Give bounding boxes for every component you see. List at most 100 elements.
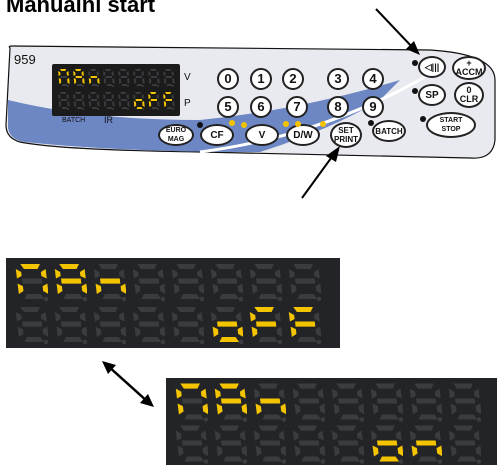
print-label: PRINT [334, 135, 358, 144]
start-label: START [439, 117, 463, 124]
segment-digit [54, 264, 87, 302]
led-indicator [320, 121, 326, 127]
segment-digit [253, 383, 286, 422]
segment-digit [292, 383, 325, 422]
segment-digit [288, 264, 321, 302]
segment-digit [54, 307, 87, 345]
set-label: SET [338, 126, 354, 135]
segment-digit [163, 69, 175, 87]
segment-digit [210, 264, 243, 302]
start-stop-button[interactable]: START STOP [426, 112, 476, 138]
panel-display-row-bottom [56, 91, 175, 111]
segment-digit [93, 307, 126, 345]
display-off-row-top [12, 262, 321, 302]
key-8[interactable]: 8 [327, 96, 349, 118]
key-1[interactable]: 1 [250, 68, 272, 90]
label-ir: IR [104, 115, 113, 125]
sound-button[interactable]: ◁||| [418, 56, 446, 78]
segment-digit [214, 383, 247, 422]
segment-digit [148, 92, 160, 110]
segment-digit [88, 69, 100, 87]
segment-digit [88, 92, 100, 110]
cf-button[interactable]: CF [200, 124, 234, 146]
led-indicator [295, 121, 301, 127]
sp-button[interactable]: SP [418, 84, 446, 106]
led-indicator [412, 88, 418, 94]
key-6[interactable]: 6 [250, 96, 272, 118]
speaker-icon: ◁||| [424, 61, 440, 72]
segment-digit [331, 383, 364, 422]
segment-digit [148, 69, 160, 87]
segment-digit [331, 425, 364, 464]
panel-display [52, 64, 180, 116]
segment-digit [133, 69, 145, 87]
segment-digit [171, 307, 204, 345]
key-3[interactable]: 3 [327, 68, 349, 90]
segment-digit [175, 425, 208, 464]
display-on-row-top [172, 382, 481, 422]
display-on [166, 378, 497, 465]
led-indicator [241, 122, 247, 128]
segment-digit [58, 92, 70, 110]
clr-button[interactable]: 0 CLR [454, 82, 484, 108]
batch-button[interactable]: BATCH [372, 120, 406, 142]
pointer-arrow-sound [375, 8, 420, 55]
segment-digit [58, 69, 70, 87]
segment-digit [15, 264, 48, 302]
led-indicator [420, 116, 426, 122]
segment-digit [210, 307, 243, 345]
key-0[interactable]: 0 [217, 68, 239, 90]
led-indicator [412, 60, 418, 66]
segment-digit [253, 425, 286, 464]
segment-digit [171, 264, 204, 302]
accm-bottom-label: ACCM [455, 67, 483, 77]
key-7[interactable]: 7 [286, 96, 308, 118]
key-5[interactable]: 5 [217, 96, 239, 118]
segment-digit [370, 383, 403, 422]
segment-digit [292, 425, 325, 464]
key-2[interactable]: 2 [282, 68, 304, 90]
accm-button[interactable]: + ACCM [452, 56, 486, 80]
segment-digit [288, 307, 321, 345]
segment-digit [118, 92, 130, 110]
segment-digit [118, 69, 130, 87]
segment-digit [409, 383, 442, 422]
segment-digit [103, 92, 115, 110]
pointer-arrow-set-print [301, 146, 340, 199]
dw-button[interactable]: D/W [286, 124, 320, 146]
segment-digit [93, 264, 126, 302]
label-v: V [184, 72, 191, 83]
accm-top-label: + [466, 58, 472, 68]
label-batch: BATCH [62, 117, 86, 124]
v-button[interactable]: V [245, 124, 279, 146]
euro-mag-button[interactable]: EURO MAG [158, 124, 194, 146]
segment-digit [103, 69, 115, 87]
segment-digit [448, 425, 481, 464]
segment-digit [175, 383, 208, 422]
led-indicator [197, 122, 203, 128]
segment-digit [214, 425, 247, 464]
euro-mag-bottom-label: MAG [167, 136, 185, 143]
segment-digit [249, 307, 282, 345]
key-9[interactable]: 9 [362, 96, 384, 118]
panel-display-row-top [56, 68, 175, 88]
euro-mag-top-label: EURO [165, 127, 187, 134]
segment-digit [15, 307, 48, 345]
model-number: 959 [14, 52, 36, 67]
page-title: Manuální start [6, 0, 156, 17]
led-indicator [368, 120, 374, 126]
display-on-row-bottom [172, 424, 481, 464]
clr-bottom-label: CLR [459, 94, 479, 104]
led-indicator [283, 121, 289, 127]
led-indicator [229, 120, 235, 126]
set-print-button[interactable]: SET PRINT [330, 122, 362, 148]
key-4[interactable]: 4 [362, 68, 384, 90]
segment-digit [73, 92, 85, 110]
segment-digit [448, 383, 481, 422]
segment-digit [73, 69, 85, 87]
segment-digit [133, 92, 145, 110]
label-p: P [184, 98, 191, 109]
segment-digit [132, 264, 165, 302]
display-off [6, 258, 340, 348]
segment-digit [163, 92, 175, 110]
